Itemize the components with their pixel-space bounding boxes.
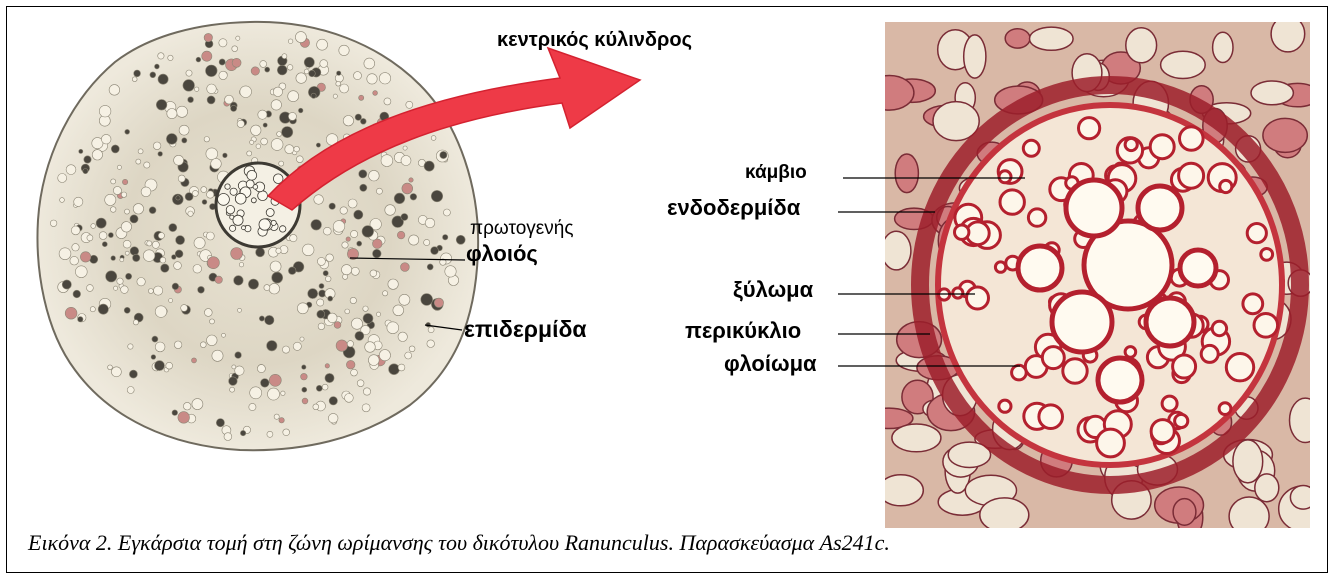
label-endodermis: ενδοδερμίδα xyxy=(667,197,800,219)
label-central-cylinder: κεντρικός κύλινδρος xyxy=(497,30,692,50)
micrograph xyxy=(865,16,1327,538)
label-primary: πρωτογενής xyxy=(470,219,573,238)
label-cambium: κάμβιο xyxy=(745,163,807,182)
label-phloem: φλοίωμα xyxy=(724,353,817,375)
label-pericycle: περικύκλιο xyxy=(685,320,801,342)
label-xylem: ξύλωμα xyxy=(733,279,813,301)
figure-caption: Εικόνα 2. Εγκάρσια τομή στη ζώνη ωρίμανσ… xyxy=(28,530,890,556)
label-cortex: φλοιός xyxy=(466,243,538,265)
root-cross-section xyxy=(37,22,478,450)
label-epidermis: επιδερμίδα xyxy=(464,318,587,341)
